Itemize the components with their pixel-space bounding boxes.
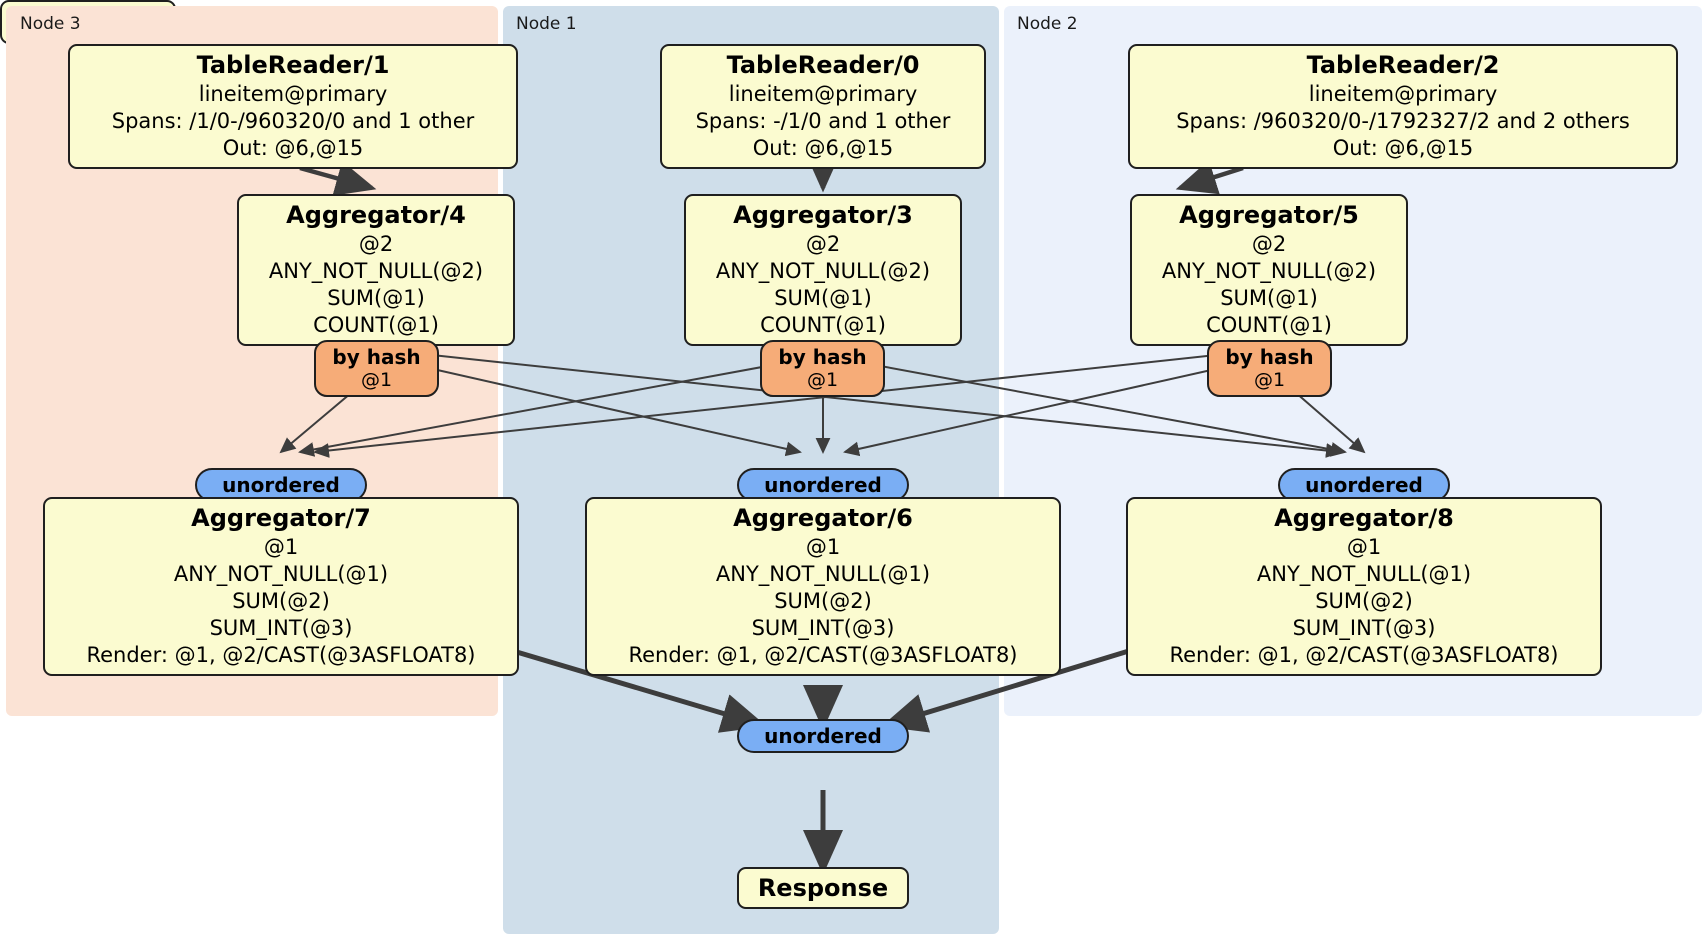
processor-line: ANY_NOT_NULL(@2) (715, 259, 931, 283)
synchronizer-unordered-left[interactable]: unordered (195, 468, 367, 502)
router-column-label: @1 (806, 369, 839, 391)
processor-line: SUM(@1) (774, 286, 872, 310)
processor-line: Render: @1, @2/CAST(@3ASFLOAT8) (1169, 643, 1559, 667)
processor-line: Spans: -/1/0 and 1 other (695, 109, 951, 133)
processor-line: @2 (358, 232, 394, 256)
processor-response[interactable]: Response (737, 867, 909, 909)
node-panel-label-node2: Node 2 (1017, 14, 1078, 34)
router-column-label: @1 (1253, 369, 1286, 391)
processor-line: lineitem@primary (728, 82, 918, 106)
processor-line: Out: @6,@15 (1332, 136, 1474, 160)
processor-title: Aggregator/6 (733, 504, 913, 532)
processor-line: lineitem@primary (198, 82, 388, 106)
router-type-label: by hash (332, 345, 421, 369)
processor-line: ANY_NOT_NULL(@1) (1256, 562, 1472, 586)
processor-line: ANY_NOT_NULL(@2) (268, 259, 484, 283)
processor-table-reader-1[interactable]: TableReader/1 lineitem@primary Spans: /1… (68, 44, 518, 169)
processor-aggregator-3[interactable]: Aggregator/3 @2 ANY_NOT_NULL(@2) SUM(@1)… (684, 194, 962, 346)
processor-title: Aggregator/8 (1274, 504, 1454, 532)
router-by-hash-center[interactable]: by hash @1 (760, 340, 885, 397)
processor-line: SUM(@2) (1315, 589, 1413, 613)
processor-aggregator-4[interactable]: Aggregator/4 @2 ANY_NOT_NULL(@2) SUM(@1)… (237, 194, 515, 346)
processor-line: SUM_INT(@3) (209, 616, 353, 640)
synchronizer-unordered-final[interactable]: unordered (737, 719, 909, 753)
processor-title: Aggregator/4 (286, 201, 466, 229)
processor-line: Out: @6,@15 (222, 136, 364, 160)
processor-line: @2 (1251, 232, 1287, 256)
processor-title: TableReader/2 (1306, 51, 1500, 79)
node-panel-label-node1: Node 1 (516, 14, 577, 34)
processor-aggregator-7[interactable]: Aggregator/7 @1 ANY_NOT_NULL(@1) SUM(@2)… (43, 497, 519, 676)
processor-line: Render: @1, @2/CAST(@3ASFLOAT8) (628, 643, 1018, 667)
processor-aggregator-6[interactable]: Aggregator/6 @1 ANY_NOT_NULL(@1) SUM(@2)… (585, 497, 1061, 676)
processor-line: @1 (263, 535, 299, 559)
processor-table-reader-0[interactable]: TableReader/0 lineitem@primary Spans: -/… (660, 44, 986, 169)
processor-line: SUM(@1) (1220, 286, 1318, 310)
processor-line: COUNT(@1) (760, 313, 886, 337)
processor-line: COUNT(@1) (313, 313, 439, 337)
processor-line: ANY_NOT_NULL(@1) (173, 562, 389, 586)
processor-line: ANY_NOT_NULL(@1) (715, 562, 931, 586)
processor-line: COUNT(@1) (1206, 313, 1332, 337)
processor-aggregator-8[interactable]: Aggregator/8 @1 ANY_NOT_NULL(@1) SUM(@2)… (1126, 497, 1602, 676)
processor-line: Render: @1, @2/CAST(@3ASFLOAT8) (86, 643, 476, 667)
processor-line: SUM(@2) (774, 589, 872, 613)
processor-line: SUM(@2) (232, 589, 330, 613)
router-by-hash-left[interactable]: by hash @1 (314, 340, 439, 397)
processor-line: Spans: /960320/0-/1792327/2 and 2 others (1176, 109, 1630, 133)
processor-line: ANY_NOT_NULL(@2) (1161, 259, 1377, 283)
processor-title: Aggregator/5 (1179, 201, 1359, 229)
node-panel-label-node3: Node 3 (20, 14, 81, 34)
processor-line: Spans: /1/0-/960320/0 and 1 other (111, 109, 475, 133)
router-type-label: by hash (778, 345, 867, 369)
processor-table-reader-2[interactable]: TableReader/2 lineitem@primary Spans: /9… (1128, 44, 1678, 169)
router-column-label: @1 (360, 369, 393, 391)
processor-line: Out: @6,@15 (752, 136, 894, 160)
router-by-hash-right[interactable]: by hash @1 (1207, 340, 1332, 397)
synchronizer-unordered-right[interactable]: unordered (1278, 468, 1450, 502)
router-type-label: by hash (1225, 345, 1314, 369)
processor-title: Aggregator/3 (733, 201, 913, 229)
processor-line: @1 (805, 535, 841, 559)
processor-line: SUM_INT(@3) (1292, 616, 1436, 640)
processor-line: SUM_INT(@3) (751, 616, 895, 640)
processor-title: TableReader/1 (196, 51, 390, 79)
processor-title: Aggregator/7 (191, 504, 371, 532)
processor-line: @1 (1346, 535, 1382, 559)
processor-line: @2 (805, 232, 841, 256)
processor-title: TableReader/0 (726, 51, 920, 79)
processor-aggregator-5[interactable]: Aggregator/5 @2 ANY_NOT_NULL(@2) SUM(@1)… (1130, 194, 1408, 346)
processor-line: lineitem@primary (1308, 82, 1498, 106)
processor-line: SUM(@1) (327, 286, 425, 310)
